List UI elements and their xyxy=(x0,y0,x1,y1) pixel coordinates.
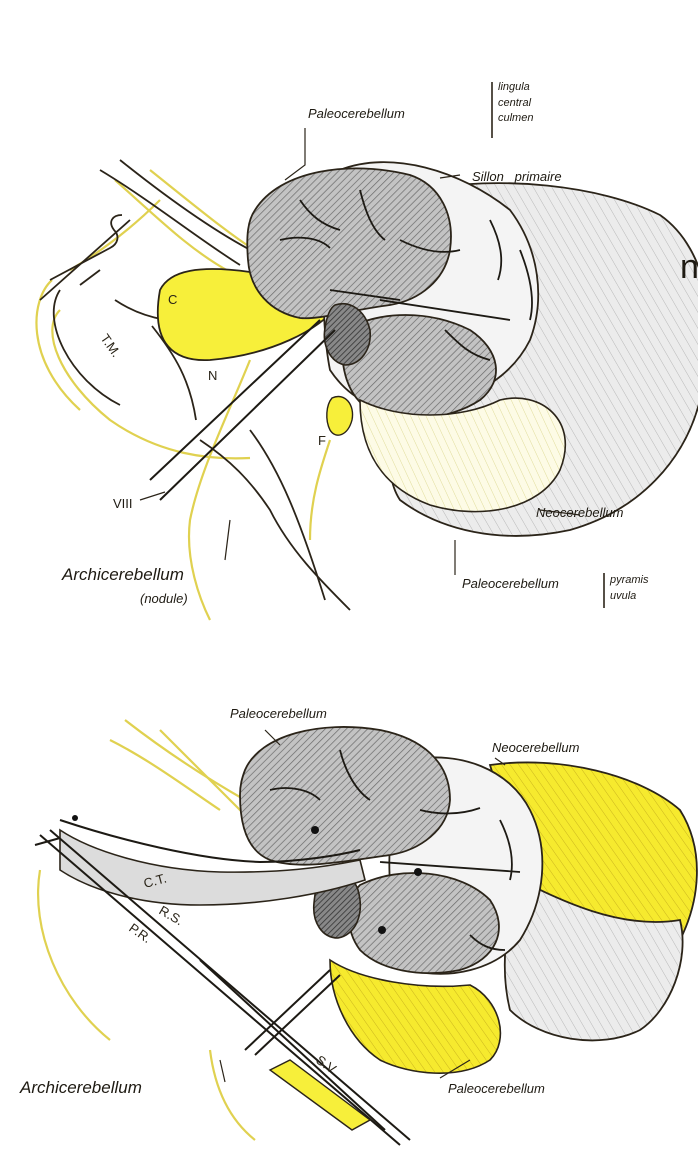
top-inline-n-label: N xyxy=(208,368,217,383)
bottom-paleocerebellum-upper xyxy=(240,727,450,865)
top-culmen-label: culmen xyxy=(498,112,533,124)
top-nodule-label: (nodule) xyxy=(140,591,188,606)
top-lower-pale-region xyxy=(360,398,565,512)
top-paleocerebellum-lower-label: Paleocerebellum xyxy=(462,576,559,591)
bottom-figure: Paleocerebellum Neocerebellum Archicereb… xyxy=(19,706,697,1145)
top-lingula-label: lingula xyxy=(498,81,530,93)
top-primary-fissure-label: Sillon primaire xyxy=(472,169,562,184)
bottom-archicerebellum-label: Archicerebellum xyxy=(19,1078,142,1097)
top-pyramis-label: pyramis xyxy=(609,574,649,586)
top-inline-f-label: F xyxy=(318,433,326,448)
top-inline-c-label: C xyxy=(168,292,177,307)
top-central-label: central xyxy=(498,97,532,109)
top-flocculus xyxy=(327,397,353,436)
bottom-paleocerebellum-lower-label: Paleocerebellum xyxy=(448,1081,545,1096)
top-archicerebellum-label: Archicerebellum xyxy=(61,565,184,584)
top-nerve-viii-label: VIII xyxy=(113,496,133,511)
top-paleocerebellum-label: Paleocerebellum xyxy=(308,106,405,121)
top-uvula-label: uvula xyxy=(610,590,636,602)
top-neocerebellum-label: Neocerebellum xyxy=(536,505,624,520)
top-inline-tm-label: T.M. xyxy=(98,331,124,360)
bottom-paleocerebellum-label: Paleocerebellum xyxy=(230,706,327,721)
edge-letter: n xyxy=(680,248,698,286)
top-figure: Paleocerebellum lingula central culmen S… xyxy=(36,81,698,620)
bottom-paleocerebellum-yellow xyxy=(330,960,500,1073)
bottom-neocerebellum-label: Neocerebellum xyxy=(492,740,580,755)
bottom-inline-pr-label: P.R. xyxy=(126,920,154,946)
